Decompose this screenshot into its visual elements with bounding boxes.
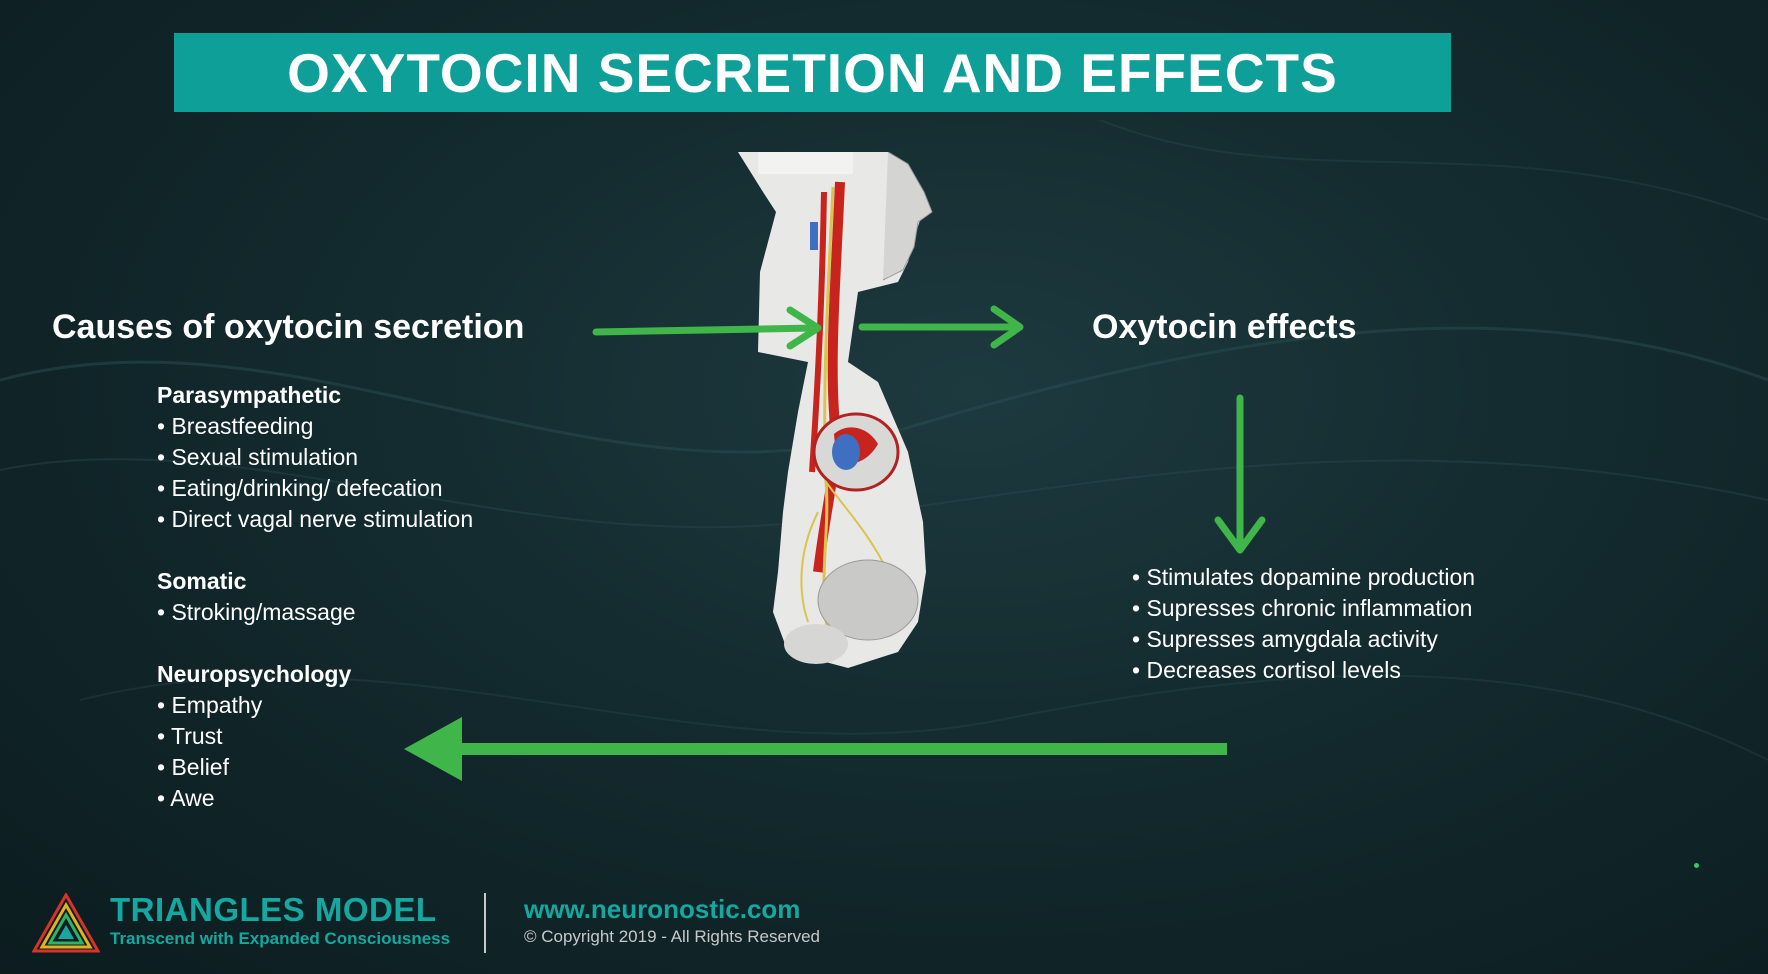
brand-name: TRIANGLES MODEL: [110, 891, 437, 928]
triangles-logo-icon: [32, 893, 100, 953]
group-title: Parasympathetic: [157, 382, 342, 408]
group-title: Somatic: [157, 568, 247, 594]
list-item: Decreases cortisol levels: [1132, 655, 1475, 686]
vagus-nerve-anatomy-illustration: [738, 152, 933, 668]
list-item: Eating/drinking/ defecation: [157, 473, 473, 504]
brand-tagline: Transcend with Expanded Consciousness: [110, 929, 451, 948]
causes-heading: Causes of oxytocin secretion: [52, 308, 525, 346]
effects-list: Stimulates dopamine production Supresses…: [1132, 562, 1475, 686]
group-neuropsychology: Neuropsychology Empathy Trust Belief Awe: [157, 659, 351, 814]
footer-divider: [484, 893, 486, 953]
list-item: Supresses amygdala activity: [1132, 624, 1475, 655]
list-item: Supresses chronic inflammation: [1132, 593, 1475, 624]
effects-heading: Oxytocin effects: [1092, 308, 1357, 346]
copyright-text: © Copyright 2019 - All Rights Reserved: [524, 927, 820, 946]
group-parasympathetic: Parasympathetic Breastfeeding Sexual sti…: [157, 380, 473, 535]
list-item: Stroking/massage: [157, 597, 355, 628]
list-item: Direct vagal nerve stimulation: [157, 504, 473, 535]
website-link[interactable]: www.neuronostic.com: [524, 894, 801, 924]
slide-marker-dot: [1694, 863, 1699, 868]
list-item: Awe: [157, 783, 351, 814]
group-somatic: Somatic Stroking/massage: [157, 566, 356, 628]
title-banner: OXYTOCIN SECRETION AND EFFECTS: [174, 33, 1451, 112]
list-item: Empathy: [157, 690, 351, 721]
group-title: Neuropsychology: [157, 661, 352, 687]
list-item: Trust: [157, 721, 351, 752]
list-item: Breastfeeding: [157, 411, 473, 442]
list-item: Belief: [157, 752, 351, 783]
site-block: www.neuronostic.com © Copyright 2019 - A…: [524, 893, 820, 949]
page-title: OXYTOCIN SECRETION AND EFFECTS: [287, 41, 1338, 104]
list-item: Stimulates dopamine production: [1132, 562, 1475, 593]
brand-block: TRIANGLES MODEL Transcend with Expanded …: [110, 891, 450, 949]
list-item: Sexual stimulation: [157, 442, 473, 473]
